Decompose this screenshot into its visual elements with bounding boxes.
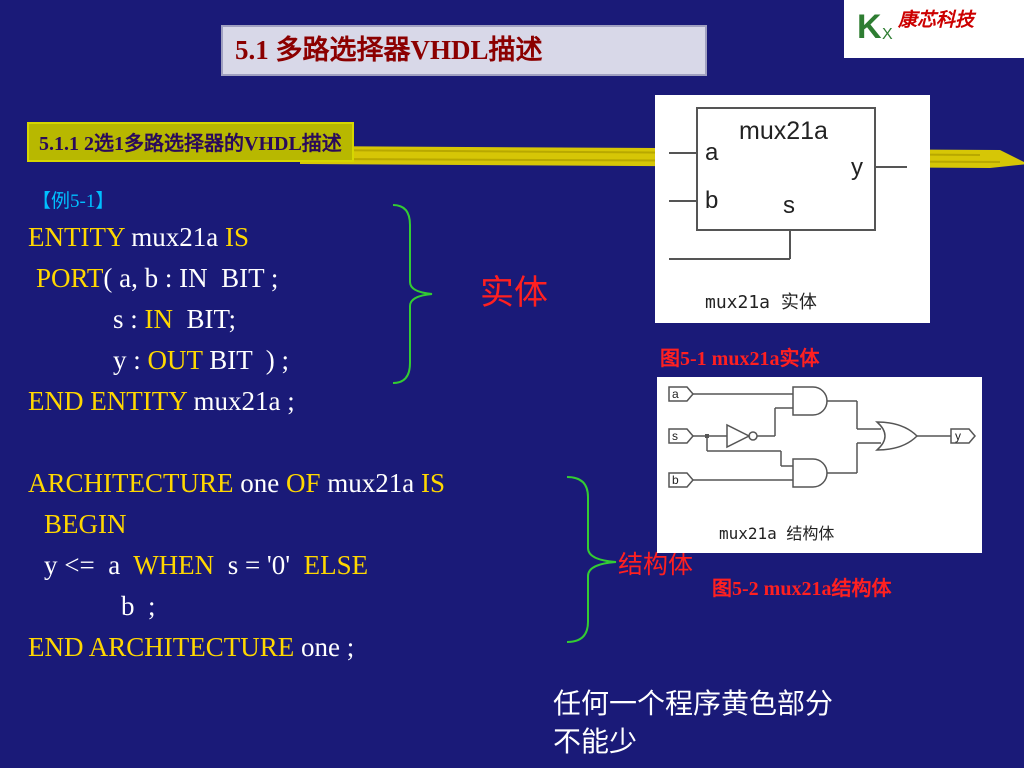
y-post: BIT ) ; [202,345,290,375]
kw-when: WHEN [133,550,215,580]
end-entity-rest: mux21a ; [186,386,295,416]
kw-end-entity: END ENTITY [28,386,187,416]
kw-out: OUT [147,345,203,375]
kw-end-architecture: END ARCHITECTURE [28,632,295,662]
logo-subletter: X [882,26,893,43]
figure1-caption: 图5-1 mux21a实体 [660,348,820,370]
note-line-2: 不能少 [553,725,638,758]
port-b-text: b [705,187,718,214]
code-line-assign: y <= a WHEN s = '0' ELSE [44,545,368,586]
figure-entity: mux21a a b y s mux21a 实体 [655,95,930,323]
port-y-text: y [851,154,863,181]
note-line-1: 任何一个程序黄色部分 [553,687,834,720]
port-s-text: s [783,192,795,219]
kw-in: IN [144,304,174,334]
entity-name-text: mux21a [739,117,828,145]
code-line-s: s : IN BIT; [113,299,236,340]
kw-is: IS [224,222,249,252]
logo-text: 康芯科技 [898,10,975,31]
entity-name: mux21a [124,222,225,252]
kw-entity: ENTITY [28,222,125,252]
logo [844,0,1024,58]
pin-b-text: b [672,473,679,487]
port-rest: ( a, b : IN BIT ; [103,263,279,293]
figure2-caption: 图5-2 mux21a结构体 [712,578,892,600]
pin-s-text: s [672,429,678,443]
kw-of: OF [285,468,321,498]
section-subtitle: 5.1.1 2选1多路选择器的VHDL描述 [27,122,354,162]
code-line-begin: BEGIN [44,504,127,545]
figure-architecture: a s b y mux21a 结构体 [657,377,982,553]
architecture-brace-label: 结构体 [618,550,694,579]
page-title: 5.1 多路选择器VHDL描述 [221,25,707,76]
assign-mid: s = '0' [214,550,304,580]
pin-a-text: a [672,387,679,401]
port-a-text: a [705,139,719,166]
figure1-inner-caption: mux21a 实体 [705,292,817,313]
kw-architecture: ARCHITECTURE [28,468,234,498]
kw-port: PORT [36,263,104,293]
arch-entity: mux21a [320,468,421,498]
code-line-end-arch: END ARCHITECTURE one ; [28,627,354,668]
s-pre: s : [113,304,145,334]
figure2-inner-caption: mux21a 结构体 [719,524,834,543]
code-line-architecture: ARCHITECTURE one OF mux21a IS [28,463,445,504]
end-arch-rest: one ; [294,632,355,662]
kw-begin: BEGIN [44,509,127,539]
entity-brace-label: 实体 [480,273,548,313]
entity-brace [392,204,433,384]
code-line-port: PORT( a, b : IN BIT ; [36,258,278,299]
assign-pre: y <= a [44,550,134,580]
b-line: b ; [121,591,156,621]
code-line-entity: ENTITY mux21a IS [28,217,249,258]
note-text: 任何一个程序黄色部分 不能少 [553,685,833,761]
kw-else: ELSE [303,550,369,580]
s-post: BIT; [173,304,237,334]
code-line-b: b ; [121,586,156,627]
logo-letter: K [857,8,882,46]
pin-y-text: y [955,429,961,443]
arch-name: one [233,468,286,498]
architecture-brace [566,476,617,643]
y-pre: y : [113,345,148,375]
entity-diagram: mux21a a b y s mux21a 实体 [669,107,907,313]
kw-arch-is: IS [421,468,446,498]
example-label: 【例5-1】 [32,191,115,212]
code-line-end-entity: END ENTITY mux21a ; [28,381,295,422]
code-line-y: y : OUT BIT ) ; [113,340,289,381]
architecture-diagram: a s b y mux21a 结构体 [668,386,976,543]
